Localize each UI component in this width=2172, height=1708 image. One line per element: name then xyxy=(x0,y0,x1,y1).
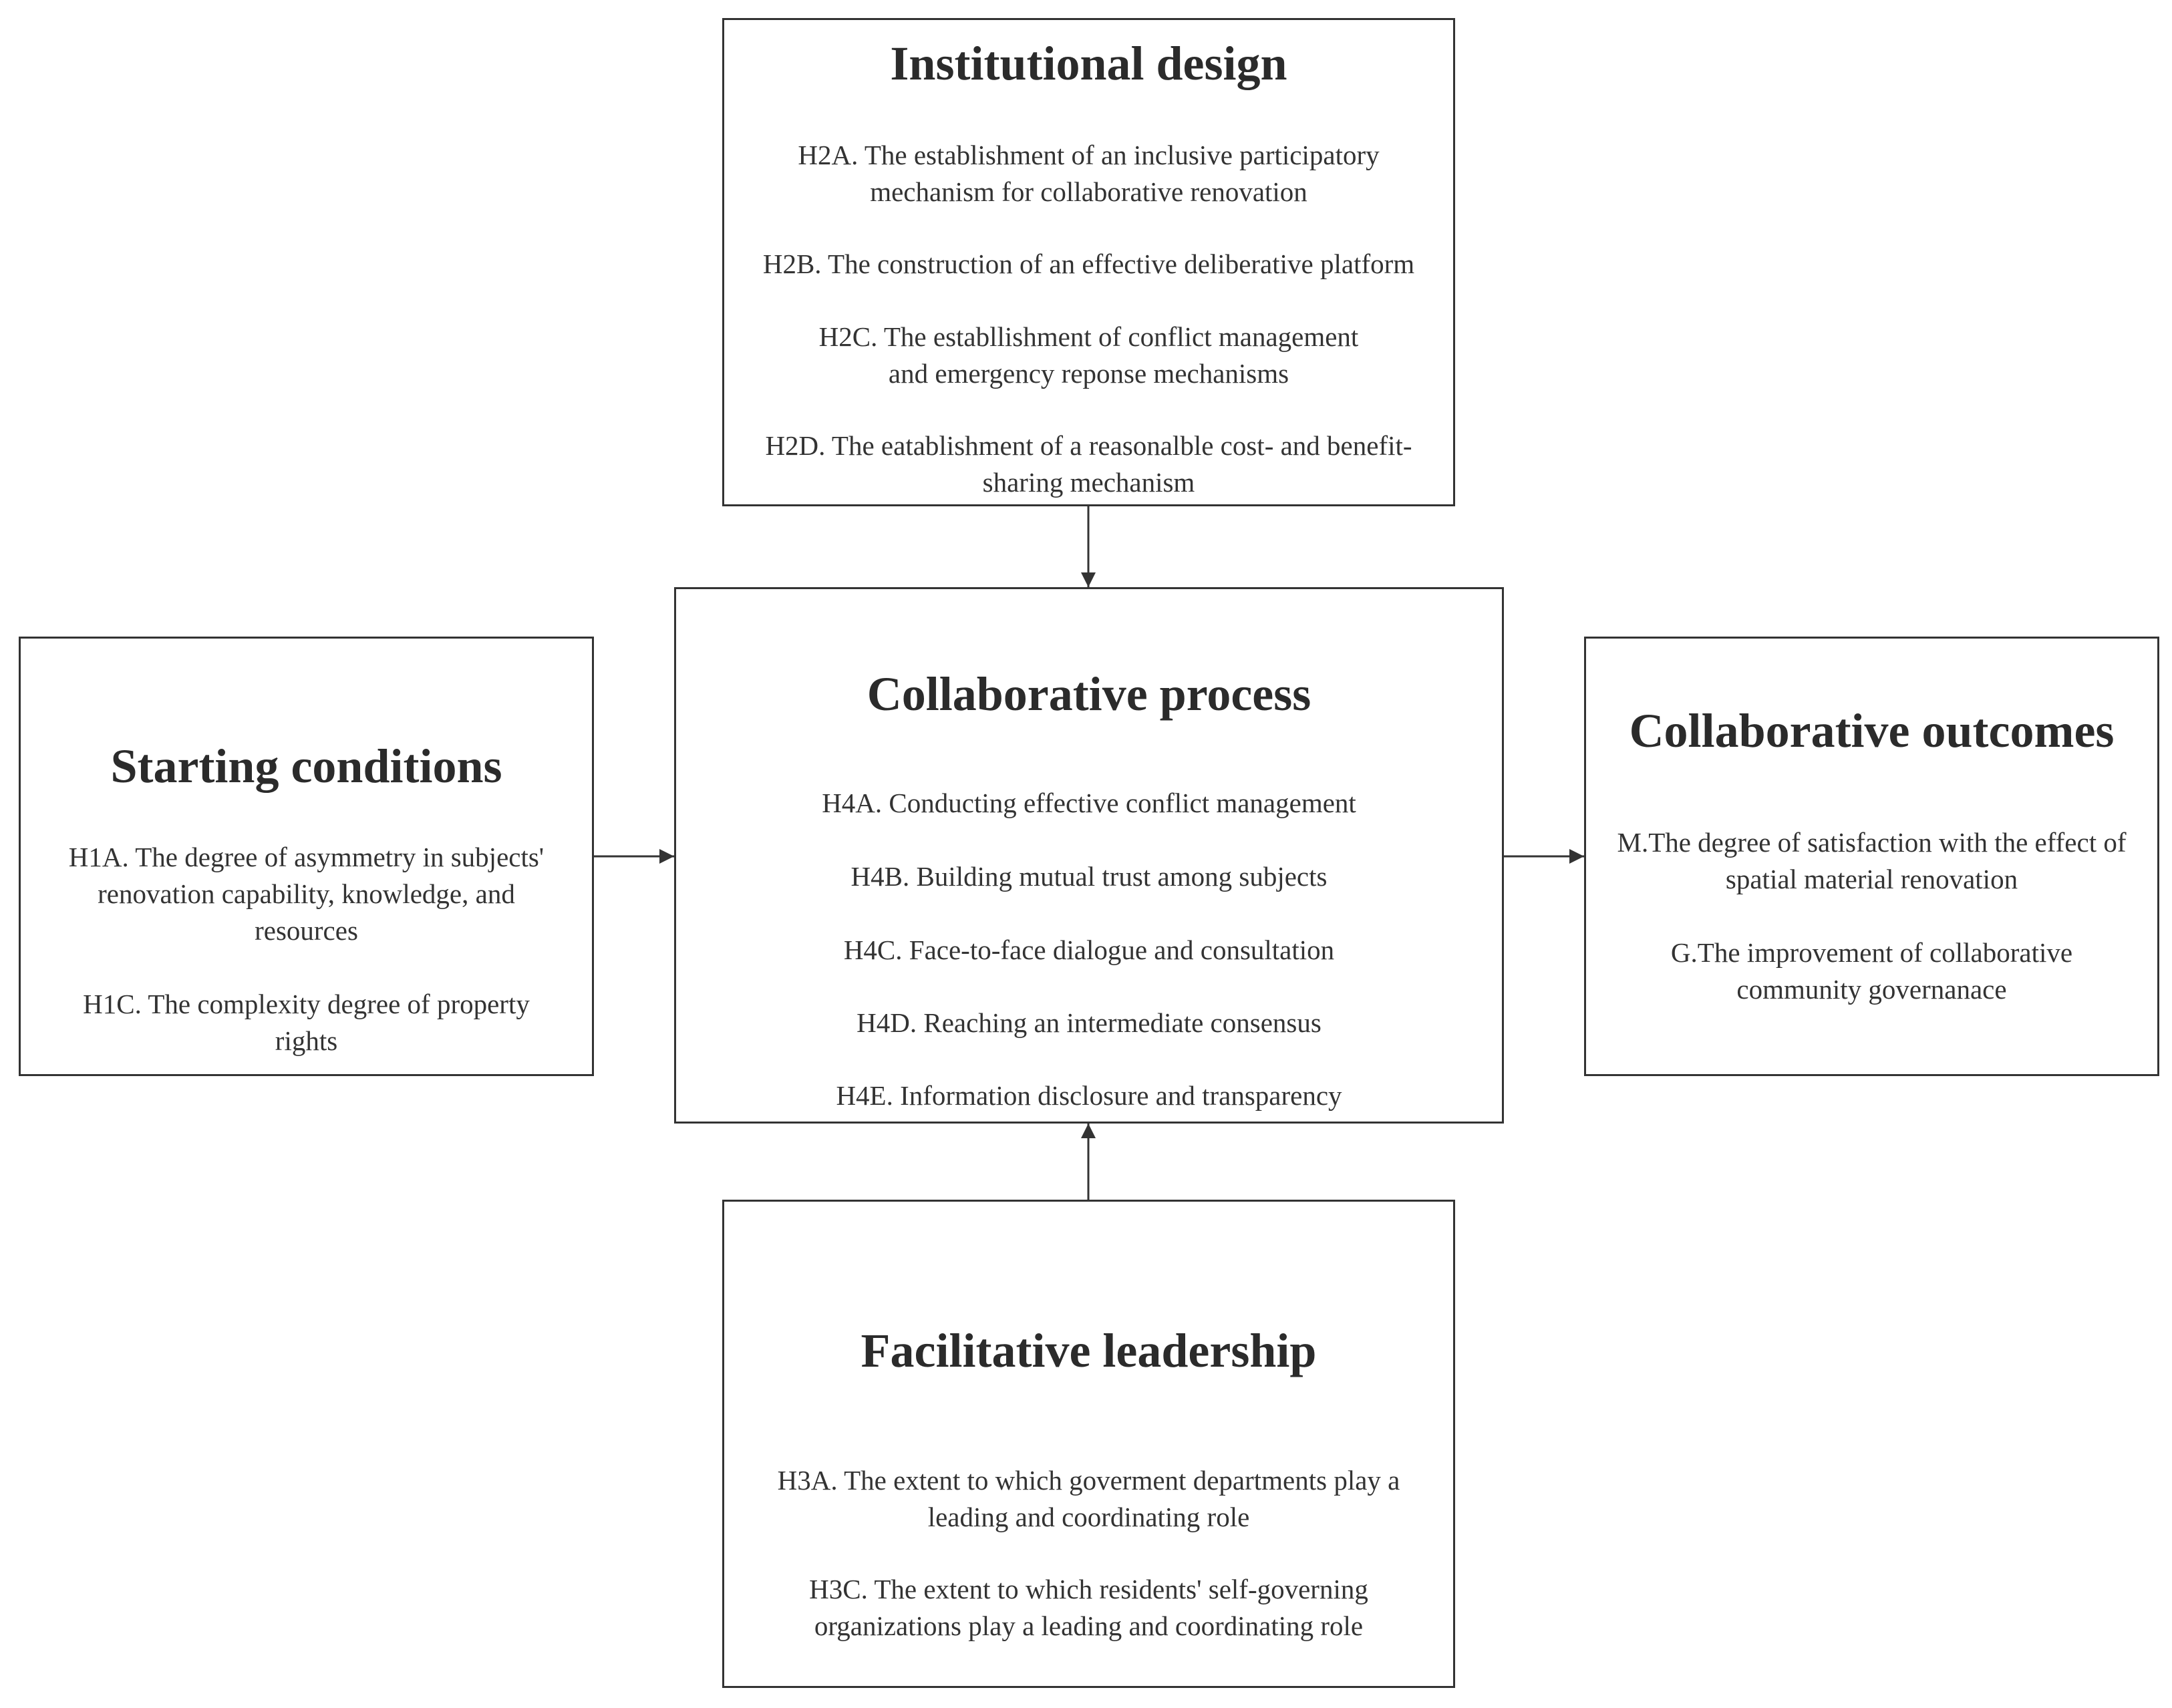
hypothesis-line: sharing mechanism xyxy=(982,467,1195,498)
hypothesis-line: H4D. Reaching an intermediate consensus xyxy=(857,1007,1322,1038)
hypothesis-h2d: H2D. The eatablishment of a reasonalble … xyxy=(738,428,1440,501)
hypothesis-line: H2D. The eatablishment of a reasonalble … xyxy=(765,430,1412,461)
hypothesis-h4e: H4E. Information disclosure and transpar… xyxy=(689,1077,1489,1114)
outcome-line: community governanace xyxy=(1736,974,2007,1005)
hypothesis-line: H1C. The complexity degree of property xyxy=(83,989,530,1019)
starting-conditions-title: Starting conditions xyxy=(110,739,502,793)
collaborative-process-box: Collaborative process H4A. Conducting ef… xyxy=(674,587,1504,1124)
hypothesis-h2b: H2B. The construction of an effective de… xyxy=(738,246,1440,283)
collaborative-process-title: Collaborative process xyxy=(867,667,1311,721)
hypothesis-line: rights xyxy=(275,1025,338,1056)
collaborative-outcomes-title: Collaborative outcomes xyxy=(1629,704,2115,757)
hypothesis-h4c: H4C. Face-to-face dialogue and consultat… xyxy=(689,932,1489,969)
starting-conditions-box: Starting conditions H1A. The degree of a… xyxy=(19,637,594,1076)
hypothesis-line: H4C. Face-to-face dialogue and consultat… xyxy=(843,934,1335,965)
hypothesis-h3a: H3A. The extent to which goverment depar… xyxy=(738,1462,1440,1536)
hypothesis-line: resources xyxy=(255,915,358,946)
hypothesis-h3c: H3C. The extent to which residents' self… xyxy=(738,1571,1440,1645)
collaborative-outcomes-box: Collaborative outcomes M.The degree of s… xyxy=(1584,637,2159,1076)
hypothesis-line: leading and coordinating role xyxy=(927,1502,1250,1532)
hypothesis-line: mechanism for collaborative renovation xyxy=(870,176,1307,207)
institutional-design-title: Institutional design xyxy=(890,37,1287,90)
hypothesis-h4d: H4D. Reaching an intermediate consensus xyxy=(689,1005,1489,1041)
hypothesis-h1c: H1C. The complexity degree of property r… xyxy=(34,986,579,1059)
institutional-design-box: Institutional design H2A. The establishm… xyxy=(722,18,1455,506)
hypothesis-line: H4B. Building mutual trust among subject… xyxy=(850,861,1328,892)
outcome-g: G.The improvement of collaborative commu… xyxy=(1599,934,2144,1008)
hypothesis-line: H3C. The extent to which residents' self… xyxy=(809,1574,1368,1604)
outcome-line: spatial material renovation xyxy=(1725,864,2018,894)
hypothesis-h2a: H2A. The establishment of an inclusive p… xyxy=(738,137,1440,210)
hypothesis-h4a: H4A. Conducting effective conflict manag… xyxy=(689,785,1489,822)
facilitative-leadership-box: Facilitative leadership H3A. The extent … xyxy=(722,1200,1455,1688)
hypothesis-line: H4E. Information disclosure and transpar… xyxy=(836,1080,1342,1111)
hypothesis-line: H2C. The establlishment of conflict mana… xyxy=(818,321,1359,352)
hypothesis-h4b: H4B. Building mutual trust among subject… xyxy=(689,858,1489,895)
hypothesis-line: renovation capability, knowledge, and xyxy=(98,878,515,909)
hypothesis-h2c: H2C. The establlishment of conflict mana… xyxy=(738,319,1440,392)
hypothesis-line: H2B. The construction of an effective de… xyxy=(762,248,1415,279)
hypothesis-line: H2A. The establishment of an inclusive p… xyxy=(798,140,1380,170)
outcome-line: M.The degree of satisfaction with the ef… xyxy=(1617,827,2127,858)
hypothesis-line: and emergency reponse mechanisms xyxy=(888,358,1289,389)
facilitative-leadership-title: Facilitative leadership xyxy=(861,1324,1317,1377)
hypothesis-h1a: H1A. The degree of asymmetry in subjects… xyxy=(27,839,585,949)
hypothesis-line: organizations play a leading and coordin… xyxy=(814,1610,1364,1641)
hypothesis-line: H1A. The degree of asymmetry in subjects… xyxy=(68,842,545,872)
outcome-line: G.The improvement of collaborative xyxy=(1670,937,2073,968)
outcome-m: M.The degree of satisfaction with the ef… xyxy=(1590,824,2153,898)
hypothesis-line: H3A. The extent to which goverment depar… xyxy=(777,1465,1400,1496)
hypothesis-line: H4A. Conducting effective conflict manag… xyxy=(822,788,1356,818)
